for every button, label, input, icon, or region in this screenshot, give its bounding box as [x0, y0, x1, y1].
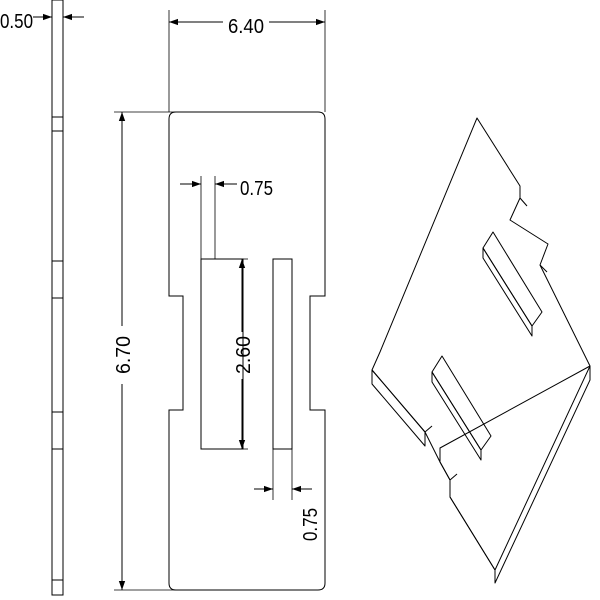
- plate-step-lines: [424, 197, 548, 481]
- side-view: 0.50: [0, 0, 84, 596]
- slot-length-label: 2.60: [233, 336, 255, 374]
- slot-width-bottom-dimension: 0.75: [254, 485, 322, 541]
- plate-outline: [168, 111, 326, 591]
- iso-slot-lower: [431, 355, 492, 461]
- height-dimension: 6.70: [113, 112, 135, 590]
- slot-width-top-label: 0.75: [240, 178, 273, 200]
- slot-width-bottom-label: 0.75: [300, 508, 322, 541]
- extension-lines: [114, 10, 326, 591]
- height-label: 6.70: [113, 336, 135, 374]
- side-view-notch-lines: [52, 116, 63, 581]
- width-label: 6.40: [228, 16, 264, 38]
- plate-edge-faces: [371, 365, 591, 584]
- slot-length-dimension: 2.60: [233, 259, 255, 449]
- front-view: 6.40 6.70 0.75 2.60 0.75: [113, 10, 326, 591]
- slot-right: [272, 258, 293, 450]
- plate-top-face: [371, 117, 591, 571]
- thickness-label: 0.50: [0, 11, 33, 33]
- thickness-dimension: 0.50: [0, 11, 84, 33]
- width-dimension: 6.40: [169, 16, 325, 38]
- isometric-view: [371, 117, 591, 584]
- slot-left: [200, 258, 244, 450]
- slot-width-top-dimension: 0.75: [180, 178, 273, 200]
- iso-slot-upper: [482, 231, 543, 337]
